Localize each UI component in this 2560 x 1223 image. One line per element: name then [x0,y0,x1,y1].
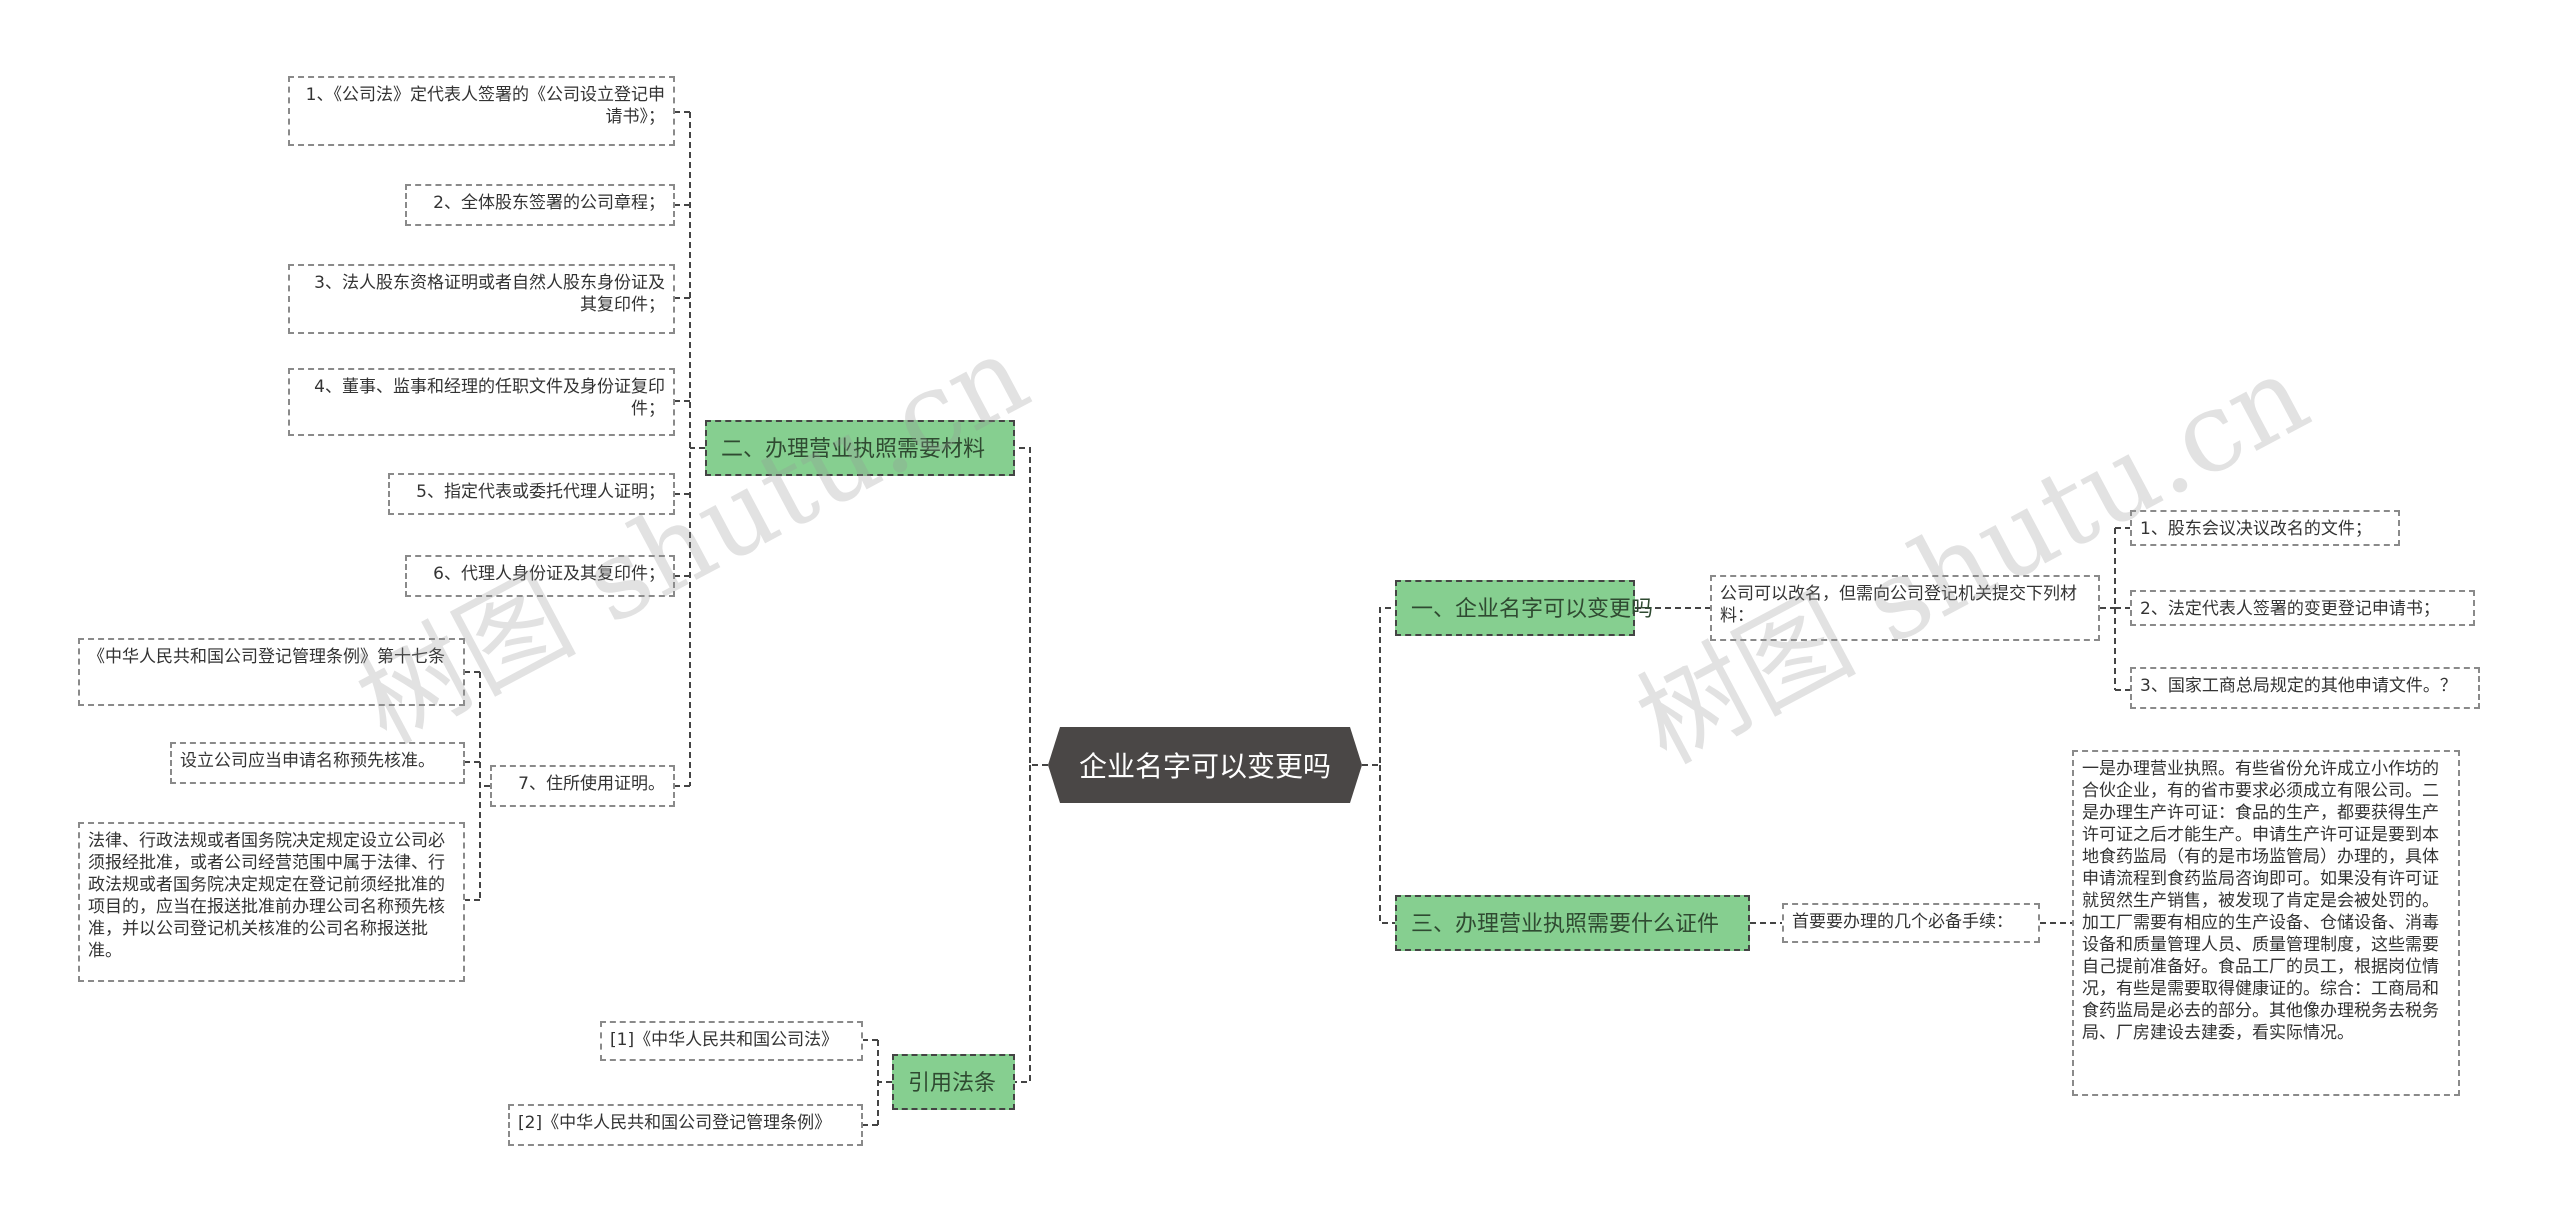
link-root-b4 [1015,765,1031,1083]
link-item7-children [465,671,490,901]
b1-item-text: 2、法定代表人签署的变更登记申请书； [2140,599,2440,619]
b2-item-text: 3、法人股东资格证明或者自然人股东身份证及其复印件； [314,273,665,315]
branch-cited-laws[interactable]: 引用法条 [892,1054,1015,1110]
branch-license-materials[interactable]: 二、办理营业执照需要材料 [705,420,1015,476]
branch-name-change[interactable]: 一、企业名字可以变更吗 [1395,580,1653,636]
item7-text: 《中华人民共和国公司登记管理条例》第十七条 [88,647,445,667]
b1-item-1[interactable]: 1、股东会议决议改名的文件； [2130,510,2400,546]
branch-label: 二、办理营业执照需要材料 [721,437,986,462]
b1-item-text: 1、股东会议决议改名的文件； [2140,519,2372,539]
b2-item-7[interactable]: 7、住所使用证明。 [490,765,675,807]
link-root-b3 [1379,765,1395,924]
b1-intro-node[interactable]: 公司可以改名，但需向公司登记机关提交下列材料： [1710,575,2100,641]
b3-detail-node[interactable]: 一是办理营业执照。有些省份允许成立小作坊的合伙企业，有的省市要求必须成立有限公司… [2072,750,2460,1096]
b2-item-text: 6、代理人身份证及其复印件； [433,564,665,584]
link-b2-items [675,111,705,787]
link-root-b2 [1015,447,1048,766]
b1-intro-text: 公司可以改名，但需向公司登记机关提交下列材料： [1720,584,2077,626]
b3-intro-node[interactable]: 首要要办理的几个必备手续： [1782,903,2040,943]
item7-text: 法律、行政法规或者国务院决定规定设立公司必须报经批准，或者公司经营范围中属于法律… [88,831,445,961]
b1-item-text: 3、国家工商总局规定的其他申请文件。？ [2140,676,2457,696]
link-b4-items [863,1039,892,1126]
b2-item-text: 1、《公司法》定代表人签署的《公司设立登记申请书》； [305,85,665,127]
item7-text: 设立公司应当申请名称预先核准。 [180,751,435,771]
b2-item-4[interactable]: 4、董事、监事和经理的任职文件及身份证复印件； [288,368,675,436]
b2-item-5[interactable]: 5、指定代表或委托代理人证明； [388,473,675,515]
item7-name-approval[interactable]: 设立公司应当申请名称预先核准。 [170,742,465,784]
b3-detail-text: 一是办理营业执照。有些省份允许成立小作坊的合伙企业，有的省市要求必须成立有限公司… [2082,759,2439,1043]
b2-item-text: 2、全体股东签署的公司章程； [433,193,665,213]
root-label: 企业名字可以变更吗 [1078,750,1331,783]
b2-item-text: 7、住所使用证明。 [518,774,665,794]
branch-label: 三、办理营业执照需要什么证件 [1411,912,1720,937]
b2-item-text: 4、董事、监事和经理的任职文件及身份证复印件； [314,377,665,419]
b4-item-2[interactable]: [2]《中华人民共和国公司登记管理条例》 [508,1104,863,1146]
link-intro-items [2100,527,2130,691]
b3-intro-text: 首要要办理的几个必备手续： [1792,912,2013,932]
item7-regulation[interactable]: 《中华人民共和国公司登记管理条例》第十七条 [78,638,465,706]
link-root-b1 [1362,607,1395,766]
item7-law-detail[interactable]: 法律、行政法规或者国务院决定规定设立公司必须报经批准，或者公司经营范围中属于法律… [78,822,465,982]
b2-item-text: 5、指定代表或委托代理人证明； [416,482,665,502]
b1-item-3[interactable]: 3、国家工商总局规定的其他申请文件。？ [2130,667,2480,709]
b4-item-text: [2]《中华人民共和国公司登记管理条例》 [518,1113,832,1133]
branch-label: 一、企业名字可以变更吗 [1411,597,1654,622]
b4-item-1[interactable]: [1]《中华人民共和国公司法》 [600,1021,863,1061]
b4-item-text: [1]《中华人民共和国公司法》 [610,1030,839,1050]
branch-license-documents[interactable]: 三、办理营业执照需要什么证件 [1395,895,1750,951]
branch-label: 引用法条 [908,1071,997,1096]
root-node[interactable]: 企业名字可以变更吗 [1048,727,1362,803]
b2-item-1[interactable]: 1、《公司法》定代表人签署的《公司设立登记申请书》； [288,76,675,146]
b2-item-2[interactable]: 2、全体股东签署的公司章程； [405,184,675,226]
b2-item-3[interactable]: 3、法人股东资格证明或者自然人股东身份证及其复印件； [288,264,675,334]
b2-item-6[interactable]: 6、代理人身份证及其复印件； [405,555,675,597]
b1-item-2[interactable]: 2、法定代表人签署的变更登记申请书； [2130,590,2475,626]
